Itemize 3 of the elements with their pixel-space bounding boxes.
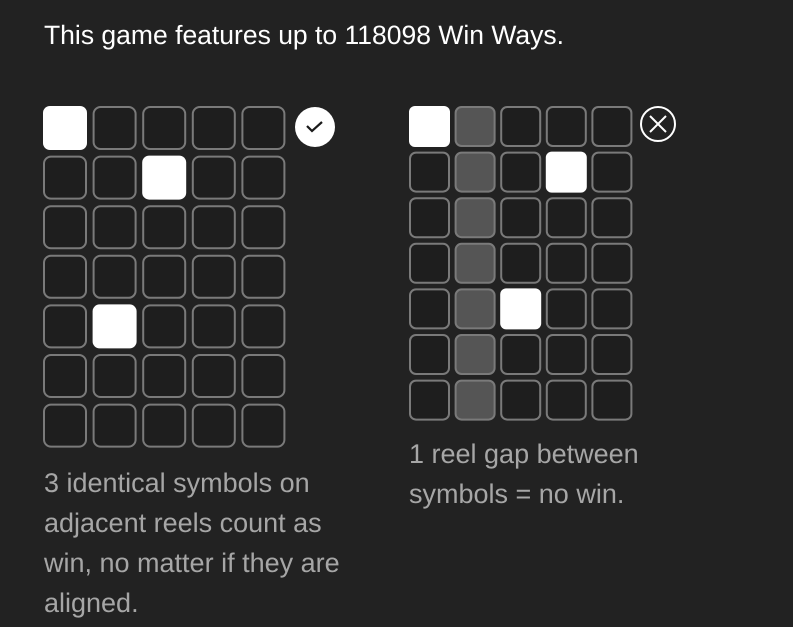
- caption-text: 1 reel gap between symbols = no win.: [409, 438, 640, 511]
- heading: This game features up to 118098 Win Ways.: [44, 20, 564, 51]
- caption-text: 3 identical symbols on adjacent reels count as win, no matter if they are aligned.: [44, 467, 341, 620]
